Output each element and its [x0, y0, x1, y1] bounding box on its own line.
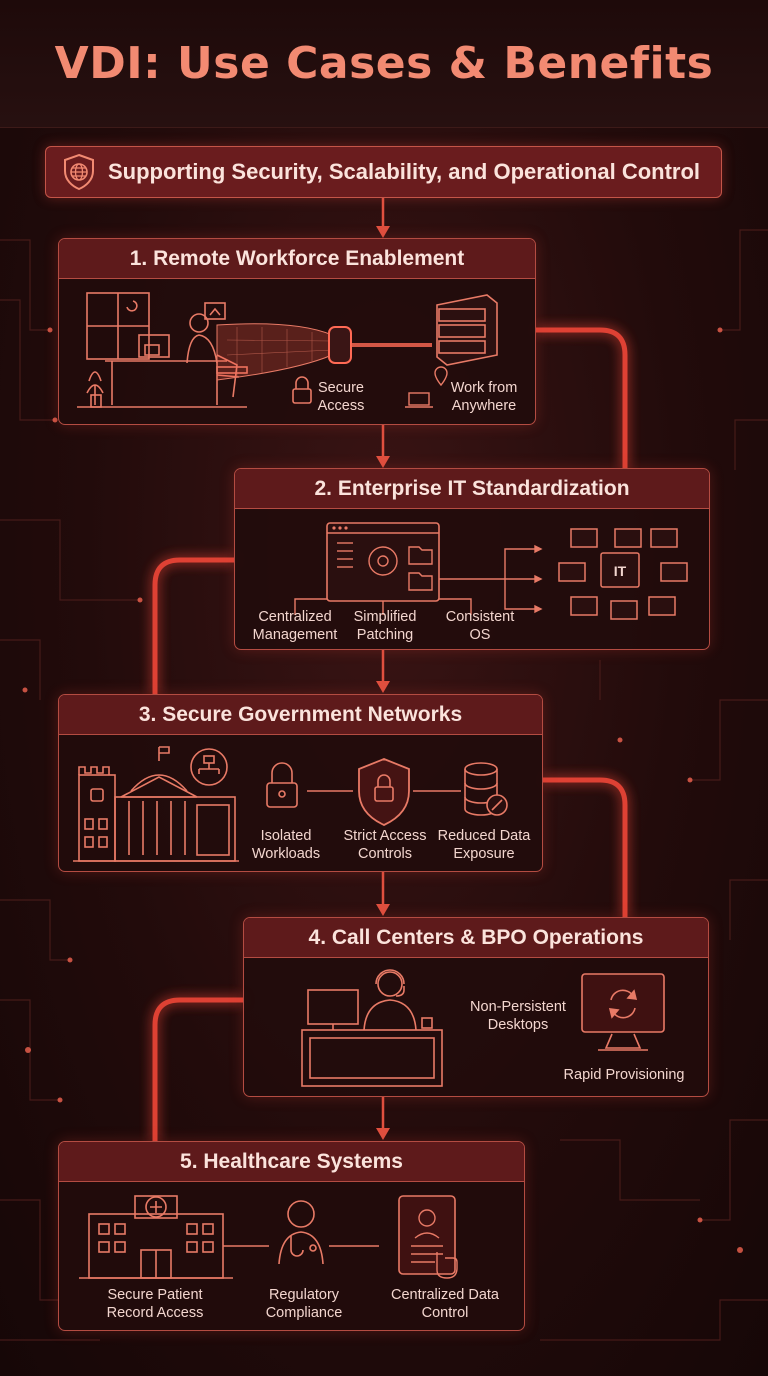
section-5-title: 5. Healthcare Systems — [59, 1142, 524, 1182]
section-1-title: 1. Remote Workforce Enablement — [59, 239, 535, 279]
monitor-icon — [558, 528, 688, 620]
section-government: 3. Secure Government Networks — [58, 694, 543, 872]
shield-globe-icon — [64, 153, 94, 191]
label-rapid-provisioning: Rapid Provisioning — [563, 1067, 685, 1083]
desktop-window-icon: IT — [294, 522, 688, 620]
label-work-from-anywhere: Work from Anywhere — [450, 380, 518, 414]
remote-worker-illustration — [77, 292, 498, 408]
section-call-centers: 4. Call Centers & BPO Operations Non-Per… — [243, 917, 709, 1097]
doctor-icon — [278, 1200, 379, 1265]
agent-headset-icon — [301, 969, 665, 1087]
shield-lock-icon — [358, 758, 410, 826]
page-title: VDI: Use Cases & Benefits — [54, 38, 714, 89]
label-simplified-patching: Simplified Patching — [353, 609, 417, 643]
label-non-persistent-desktops: Non-Persistent Desktops — [470, 999, 566, 1033]
it-badge: IT — [614, 563, 627, 579]
section-3-title: 3. Secure Government Networks — [59, 695, 542, 735]
label-isolated-workloads: Isolated Workloads — [251, 828, 321, 862]
title-banner: VDI: Use Cases & Benefits — [0, 0, 768, 128]
database-icon — [464, 762, 508, 816]
government-building-icon — [73, 746, 508, 862]
section-healthcare: 5. Healthcare Systems Secure Patient Rec… — [58, 1141, 525, 1331]
section-4-title: 4. Call Centers & BPO Operations — [244, 918, 708, 958]
label-centralized-data-control: Centralized Data Control — [391, 1287, 499, 1321]
label-secure-access: Secure Access — [317, 380, 365, 414]
label-consistent-os: Consistent OS — [445, 609, 515, 643]
label-secure-patient-record-access: Secure Patient Record Access — [106, 1287, 204, 1321]
section-2-title: 2. Enterprise IT Standardization — [235, 469, 709, 509]
label-reduced-data-exposure: Reduced Data Exposure — [437, 828, 531, 862]
hospital-icon — [79, 1195, 458, 1279]
label-centralized-management: Centralized Management — [252, 609, 338, 643]
section-remote-workforce: 1. Remote Workforce Enablement — [58, 238, 536, 425]
refresh-monitor-icon — [581, 973, 665, 1033]
subtitle-text: Supporting Security, Scalability, and Op… — [108, 159, 701, 184]
label-regulatory-compliance: Regulatory Compliance — [265, 1287, 343, 1321]
subtitle-banner: Supporting Security, Scalability, and Op… — [45, 146, 722, 198]
label-strict-access-controls: Strict Access Controls — [343, 828, 427, 862]
section-enterprise-it: 2. Enterprise IT Standardization IT Cent… — [234, 468, 710, 650]
